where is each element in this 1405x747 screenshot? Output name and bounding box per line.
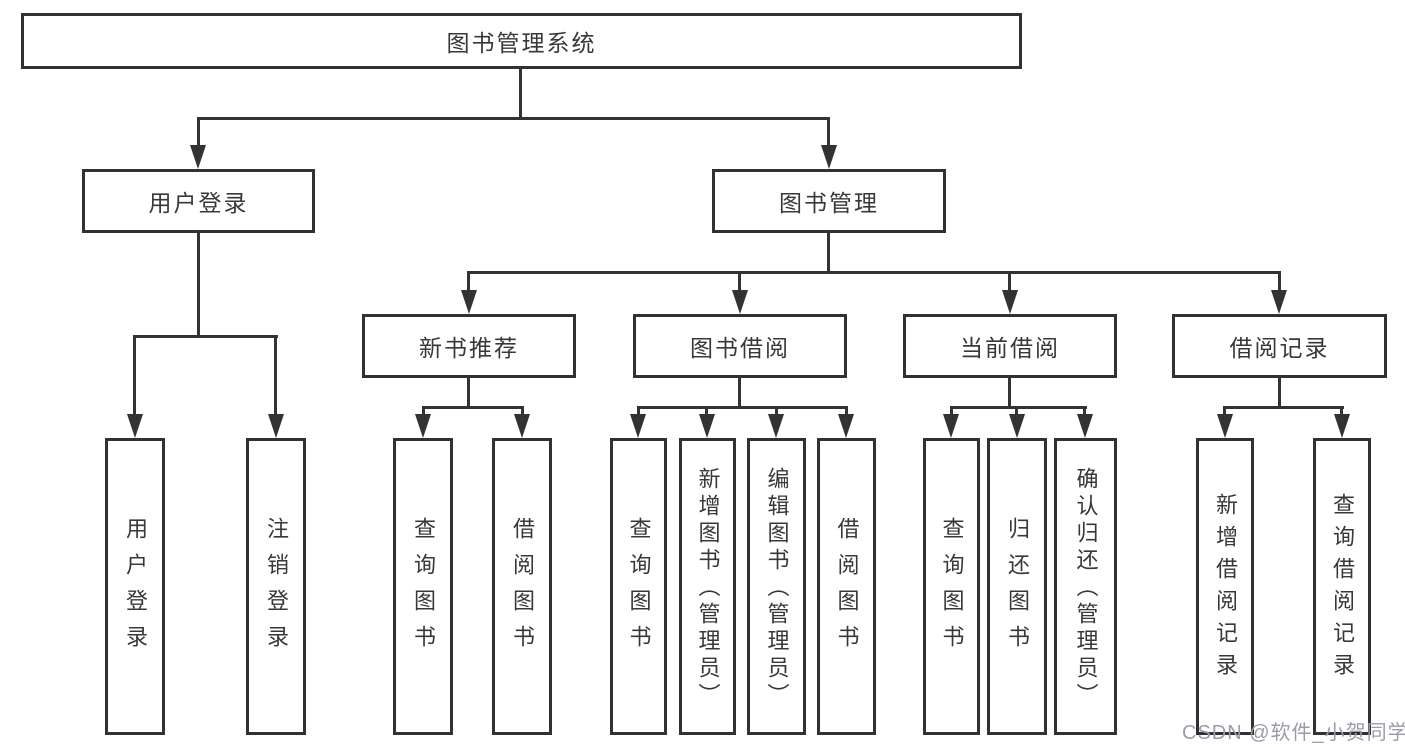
leaf-query-books-current: 查询图书 — [923, 438, 980, 735]
connector-stem — [775, 406, 778, 418]
connector-stem — [1278, 271, 1281, 293]
connector-drop — [1278, 376, 1281, 408]
node-root: 图书管理系统 — [21, 13, 1022, 69]
node-current-borrowing: 当前借阅 — [903, 314, 1117, 378]
arrow-down-icon — [1009, 414, 1025, 438]
leaf-add-borrow-record: 新增借阅记录 — [1196, 438, 1254, 735]
arrow-down-icon — [1217, 414, 1233, 438]
arrow-down-icon — [699, 414, 715, 438]
connector-stem — [1015, 406, 1018, 418]
leaf-logout: 注销登录 — [246, 438, 306, 735]
connector-book-mgmt-branch — [467, 271, 1281, 274]
arrow-down-icon — [768, 414, 784, 438]
connector-branch — [1223, 406, 1344, 409]
arrow-down-icon — [1077, 414, 1093, 438]
arrow-down-icon — [630, 414, 646, 438]
connector-stem — [133, 335, 136, 417]
connector-stem — [1340, 406, 1343, 418]
node-borrow-records: 借阅记录 — [1172, 314, 1387, 378]
connector-drop — [738, 376, 741, 408]
arrow-down-icon — [1002, 290, 1018, 314]
connector-stem — [705, 406, 708, 418]
connector-stem — [274, 335, 277, 417]
arrow-down-icon — [943, 414, 959, 438]
leaf-borrow-books-borrowing: 借阅图书 — [817, 438, 876, 735]
arrow-down-icon — [1334, 414, 1350, 438]
leaf-borrow-books-recommend: 借阅图书 — [492, 438, 552, 735]
node-book-management: 图书管理 — [712, 169, 946, 233]
connector-stem — [950, 406, 953, 418]
connector-stem — [197, 117, 200, 147]
connector-branch — [637, 406, 848, 409]
leaf-query-books-recommend: 查询图书 — [393, 438, 453, 735]
connector-user-login-drop — [197, 231, 200, 337]
connector-stem — [1008, 271, 1011, 293]
connector-stem — [637, 406, 640, 418]
connector-branch — [950, 406, 1087, 409]
arrow-down-icon — [461, 290, 477, 314]
node-new-book-recommend: 新书推荐 — [362, 314, 576, 378]
connector-stem — [521, 406, 524, 418]
connector-stem — [738, 271, 741, 293]
arrow-down-icon — [838, 414, 854, 438]
leaf-edit-book-admin: 编辑图书（管理员） — [747, 438, 806, 735]
arrow-down-icon — [732, 290, 748, 314]
csdn-watermark: CSDN @软件_小贺同学 — [1182, 722, 1405, 744]
node-user-login: 用户登录 — [82, 169, 315, 233]
leaf-add-book-admin: 新增图书（管理员） — [679, 438, 736, 735]
arrow-down-icon — [190, 145, 206, 169]
connector-user-login-branch — [133, 335, 278, 338]
connector-drop — [1008, 376, 1011, 408]
connector-book-mgmt-drop — [827, 231, 830, 274]
arrow-down-icon — [127, 414, 143, 438]
leaf-query-books-borrowing: 查询图书 — [610, 438, 667, 735]
connector-root-drop — [519, 67, 522, 119]
arrow-down-icon — [1271, 290, 1287, 314]
connector-root-branch — [197, 117, 830, 120]
arrow-down-icon — [514, 414, 530, 438]
arrow-down-icon — [821, 145, 837, 169]
connector-branch — [422, 406, 524, 409]
connector-stem — [1083, 406, 1086, 418]
leaf-return-books: 归还图书 — [987, 438, 1047, 735]
connector-stem — [827, 117, 830, 147]
connector-stem — [845, 406, 848, 418]
leaf-confirm-return-admin: 确认归还（管理员） — [1054, 438, 1117, 735]
leaf-query-borrow-record: 查询借阅记录 — [1313, 438, 1371, 735]
arrow-down-icon — [415, 414, 431, 438]
connector-stem — [1223, 406, 1226, 418]
connector-drop — [467, 376, 470, 408]
arrow-down-icon — [268, 414, 284, 438]
leaf-user-login: 用户登录 — [105, 438, 165, 735]
node-book-borrowing: 图书借阅 — [633, 314, 847, 378]
connector-stem — [422, 406, 425, 418]
connector-stem — [467, 271, 470, 293]
